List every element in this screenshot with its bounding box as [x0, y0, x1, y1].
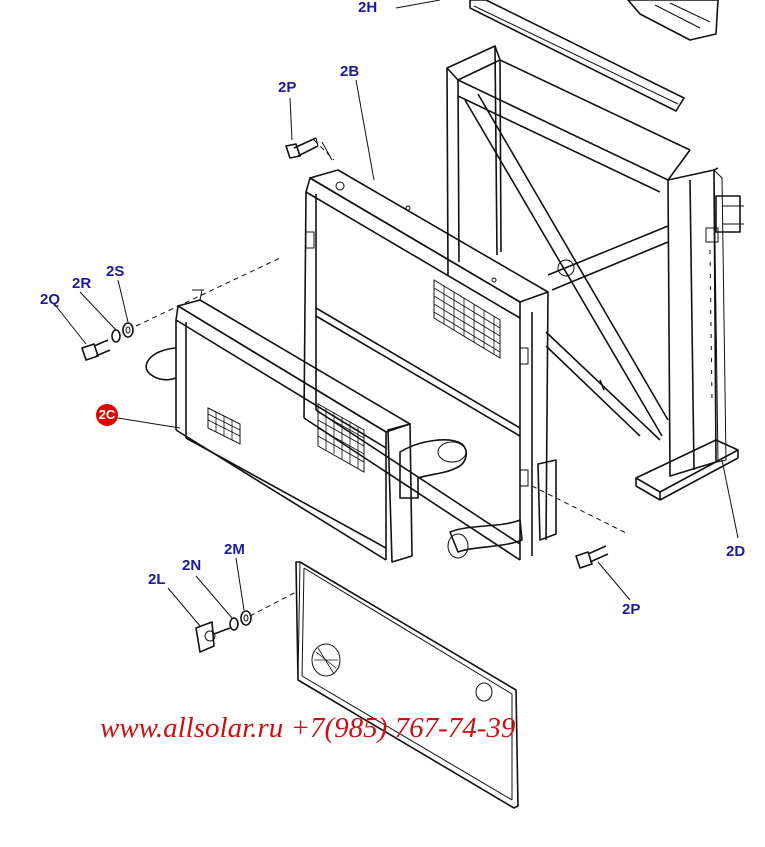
part-2h-bar: [469, 0, 719, 112]
label-2h: 2H: [358, 0, 378, 16]
label-2q: 2Q: [40, 291, 61, 308]
label-2p-top: 2P: [278, 79, 297, 96]
washer-2m: [240, 610, 252, 626]
leader-lines: [55, 0, 739, 627]
label-2m: 2M: [224, 541, 245, 558]
wing-bolt-2l: [195, 621, 231, 653]
label-2l: 2L: [148, 571, 166, 588]
bolt-2q: [81, 339, 111, 361]
radiator-mesh-large: [317, 403, 365, 473]
washer-2n: [229, 617, 239, 631]
radiator-mesh-small: [207, 407, 241, 445]
watermark-text: www.allsolar.ru +7(985) 767-74-39: [100, 712, 516, 744]
label-2s: 2S: [106, 263, 125, 280]
bolt-2p-bottom: [575, 545, 609, 569]
part-2b-shroud: [303, 169, 549, 561]
shroud-mesh: [433, 279, 501, 359]
bolt-2p-top: [285, 137, 319, 159]
label-2b: 2B: [340, 63, 360, 80]
part-2d-frame: [446, 45, 744, 501]
part-screen-cover: [295, 561, 519, 809]
label-2n: 2N: [182, 557, 202, 574]
label-2c-highlighted[interactable]: 2C: [96, 404, 118, 426]
label-2d: 2D: [726, 543, 746, 560]
washer-2r: [111, 329, 121, 343]
label-2p-bottom: 2P: [622, 601, 641, 618]
label-2r: 2R: [72, 275, 92, 292]
part-2c-radiator: [145, 289, 557, 563]
washer-2s: [122, 322, 134, 338]
